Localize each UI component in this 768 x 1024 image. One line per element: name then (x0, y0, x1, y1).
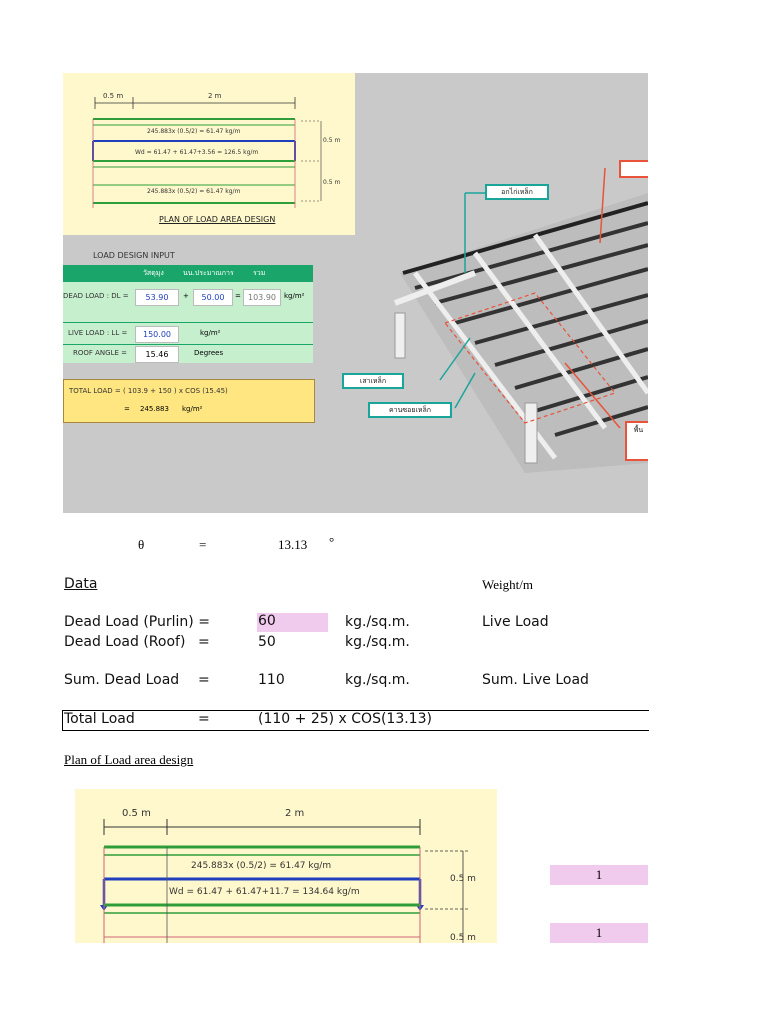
plan-load-area-small: 0.5 m 2 m 245.883x (0.5/2) = 61.47 kg/m … (63, 73, 355, 235)
dead-load-label: DEAD LOAD : DL = (63, 292, 129, 300)
plan-load-area-large: 0.5 m 2 m 245.883x (0.5/2) = 61.47 kg/m … (75, 789, 497, 943)
load-line-1: 245.883x (0.5/2) = 61.47 kg/m (147, 128, 241, 135)
callout-top-red (619, 160, 648, 178)
roof-angle-label: ROOF ANGLE = (73, 349, 127, 357)
large-dim-right: 2 m (285, 808, 305, 819)
plan-drawing-small (92, 97, 322, 208)
dead-unit: kg/m² (284, 292, 305, 300)
plan-caption: PLAN OF LOAD AREA DESIGN (159, 215, 276, 224)
dead-eq: = (235, 292, 241, 300)
dead-load-v2: 50.00 (193, 289, 233, 306)
large-dim-v2: 0.5 m (450, 933, 476, 943)
live-load-label: LIVE LOAD : LL = (68, 329, 128, 337)
sum-dead-unit: kg./sq.m. (345, 672, 410, 688)
callout-beam: คานซอยเหล็ก (368, 402, 452, 418)
dead-load-row: DEAD LOAD : DL = 53.90 + 50.00 = 103.90 … (63, 282, 313, 322)
dead-roof-unit: kg./sq.m. (345, 634, 410, 650)
sum-dead-eq: = (198, 672, 210, 688)
large-dim-left: 0.5 m (122, 808, 151, 819)
dead-roof-eq: = (198, 634, 210, 650)
dim-v1-label: 0.5 m (323, 137, 341, 144)
dead-purlin-unit: kg./sq.m. (345, 614, 410, 630)
total-load-box: TOTAL LOAD = ( 103.9 + 150 ) x COS (15.4… (63, 379, 315, 423)
roof-angle-unit: Degrees (194, 349, 224, 357)
side-cell-2[interactable]: 1 (550, 923, 648, 943)
dim-left-label: 0.5 m (103, 92, 124, 100)
load-input-title: LOAD DESIGN INPUT (93, 251, 175, 260)
sum-live-label: Sum. Live Load (482, 672, 589, 688)
load-line-2: Wd = 61.47 + 61.47+3.56 = 126.5 kg/m (135, 149, 259, 156)
live-unit: kg/m² (200, 329, 221, 337)
plan-heading: Plan of Load area design (64, 752, 194, 767)
callout-ridge: อกไก่เหล็ก (485, 184, 549, 200)
total-eq: = (124, 405, 130, 413)
callout-floor: พื้น (625, 421, 648, 461)
dim-right-label: 2 m (208, 92, 222, 100)
side-cell-1[interactable]: 1 (550, 865, 648, 885)
data-heading: Data (64, 576, 98, 592)
dead-load-total: 103.90 (243, 289, 281, 306)
roof-angle-row: ROOF ANGLE = 15.46 Degrees (63, 344, 313, 363)
callout-post: เสาเหล็ก (342, 373, 404, 389)
large-load-line-1: 245.883x (0.5/2) = 61.47 kg/m (191, 861, 332, 871)
plan-drawing-large (100, 819, 470, 943)
theta-eq: = (199, 537, 207, 552)
theta-unit: ° (329, 534, 335, 549)
dead-purlin-label: Dead Load (Purlin) = (64, 614, 210, 630)
load-line-3: 245.883x (0.5/2) = 61.47 kg/m (147, 188, 241, 195)
total-value: 245.883 (140, 405, 169, 413)
total-load-row (62, 710, 649, 731)
sum-dead-label: Sum. Dead Load (64, 672, 180, 688)
live-load-value: 150.00 (135, 326, 179, 343)
dim-v2-label: 0.5 m (323, 179, 341, 186)
theta-value: 13.13 (278, 537, 308, 552)
roof-structure-rendering (393, 167, 648, 473)
dead-load-v1: 53.90 (135, 289, 179, 306)
live-load-row: LIVE LOAD : LL = 150.00 kg/m² (63, 322, 313, 345)
theta-symbol: θ (138, 537, 145, 552)
total-load-line1: TOTAL LOAD = ( 103.9 + 150 ) x COS (15.4… (69, 387, 228, 395)
live-load-label: Live Load (482, 614, 549, 630)
weight-header: Weight/m (482, 577, 533, 592)
header-col1: วัสดุมุง (143, 269, 164, 277)
large-dim-v1: 0.5 m (450, 874, 476, 884)
load-input-header: วัสดุมุง นน.ประมาณการ รวม (63, 265, 313, 282)
structure-figure: 0.5 m 2 m 245.883x (0.5/2) = 61.47 kg/m … (63, 73, 648, 513)
dead-plus: + (183, 292, 189, 300)
sum-dead-value: 110 (258, 672, 285, 688)
dead-roof-label: Dead Load (Roof) (64, 634, 186, 650)
large-load-line-2: Wd = 61.47 + 61.47+11.7 = 134.64 kg/m (169, 887, 360, 897)
total-label: Total Load (64, 711, 135, 727)
total-unit: kg/m² (182, 405, 203, 413)
load-design-input: LOAD DESIGN INPUT วัสดุมุง นน.ประมาณการ … (63, 245, 355, 425)
total-formula: (110 + 25) x COS(13.13) (258, 711, 432, 727)
roof-angle-value: 15.46 (135, 346, 179, 363)
total-eq: = (198, 711, 210, 727)
header-col3: รวม (253, 269, 266, 277)
dead-roof-value: 50 (258, 634, 276, 650)
dead-purlin-cell[interactable]: 60 (257, 613, 328, 632)
dead-purlin-value: 60 (258, 613, 276, 629)
header-col2: นน.ประมาณการ (183, 269, 234, 277)
